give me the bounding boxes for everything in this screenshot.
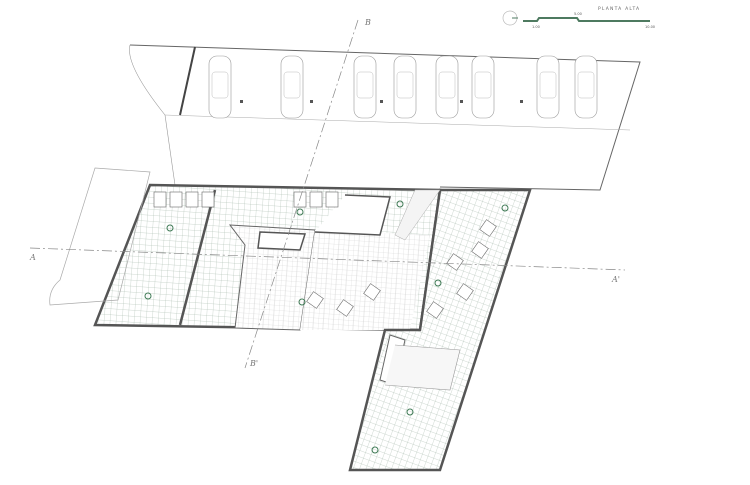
plant-icon <box>434 279 442 287</box>
title-block: 1.00 5.00 10.00 PLANTA ALTA <box>502 6 655 29</box>
column <box>520 100 523 103</box>
car-window <box>539 71 557 99</box>
column <box>460 100 463 103</box>
table <box>471 241 489 259</box>
car-window <box>396 71 414 99</box>
furniture-group <box>144 200 509 454</box>
car-window <box>356 71 374 99</box>
right-wing <box>348 188 532 472</box>
plant-icon <box>144 292 152 300</box>
toilet-stall <box>325 191 339 208</box>
plant-icon <box>371 446 379 454</box>
car <box>393 55 417 119</box>
car-window <box>577 71 595 99</box>
scale-label: 10.00 <box>645 25 655 29</box>
outbuilding-outline <box>49 167 151 306</box>
section-label-b-end: B' <box>249 359 258 368</box>
car-window <box>438 71 456 99</box>
car <box>353 55 377 119</box>
car-window <box>474 71 492 99</box>
car <box>471 55 495 119</box>
car-window <box>211 71 229 99</box>
parking-area <box>129 44 641 191</box>
table <box>479 219 497 237</box>
table <box>426 301 444 319</box>
section-line-a: A A' <box>29 247 626 284</box>
toilet-stall <box>185 191 199 208</box>
drawing-title: PLANTA ALTA <box>598 6 640 12</box>
car-window <box>283 71 301 99</box>
plant-icon <box>396 200 404 208</box>
toilet-stall <box>153 191 167 208</box>
column <box>380 100 383 103</box>
car <box>435 55 459 119</box>
section-label-b: B <box>364 18 371 27</box>
column <box>310 100 313 103</box>
plant-icon <box>406 408 414 416</box>
main-building <box>93 183 442 332</box>
scale-bar <box>523 17 650 22</box>
car <box>280 55 304 119</box>
table <box>446 253 464 271</box>
column <box>240 100 243 103</box>
toilet-stall <box>309 191 323 208</box>
toilet-stall <box>169 191 183 208</box>
plant-icon <box>501 204 509 212</box>
section-label-a-end: A' <box>611 275 620 284</box>
table <box>336 299 354 317</box>
toilet-stall <box>201 191 215 208</box>
scale-label: 1.00 <box>532 25 540 29</box>
section-label-a: A <box>29 253 36 262</box>
table <box>363 283 381 301</box>
plant-icon <box>296 208 304 216</box>
table <box>456 283 474 301</box>
plant-icon <box>166 224 174 232</box>
scale-label: 5.00 <box>574 12 582 16</box>
section-line-b: B B' <box>244 18 371 369</box>
car <box>574 55 598 119</box>
car <box>208 55 232 119</box>
car <box>536 55 560 119</box>
table <box>306 291 324 309</box>
plant-icon <box>298 298 306 306</box>
